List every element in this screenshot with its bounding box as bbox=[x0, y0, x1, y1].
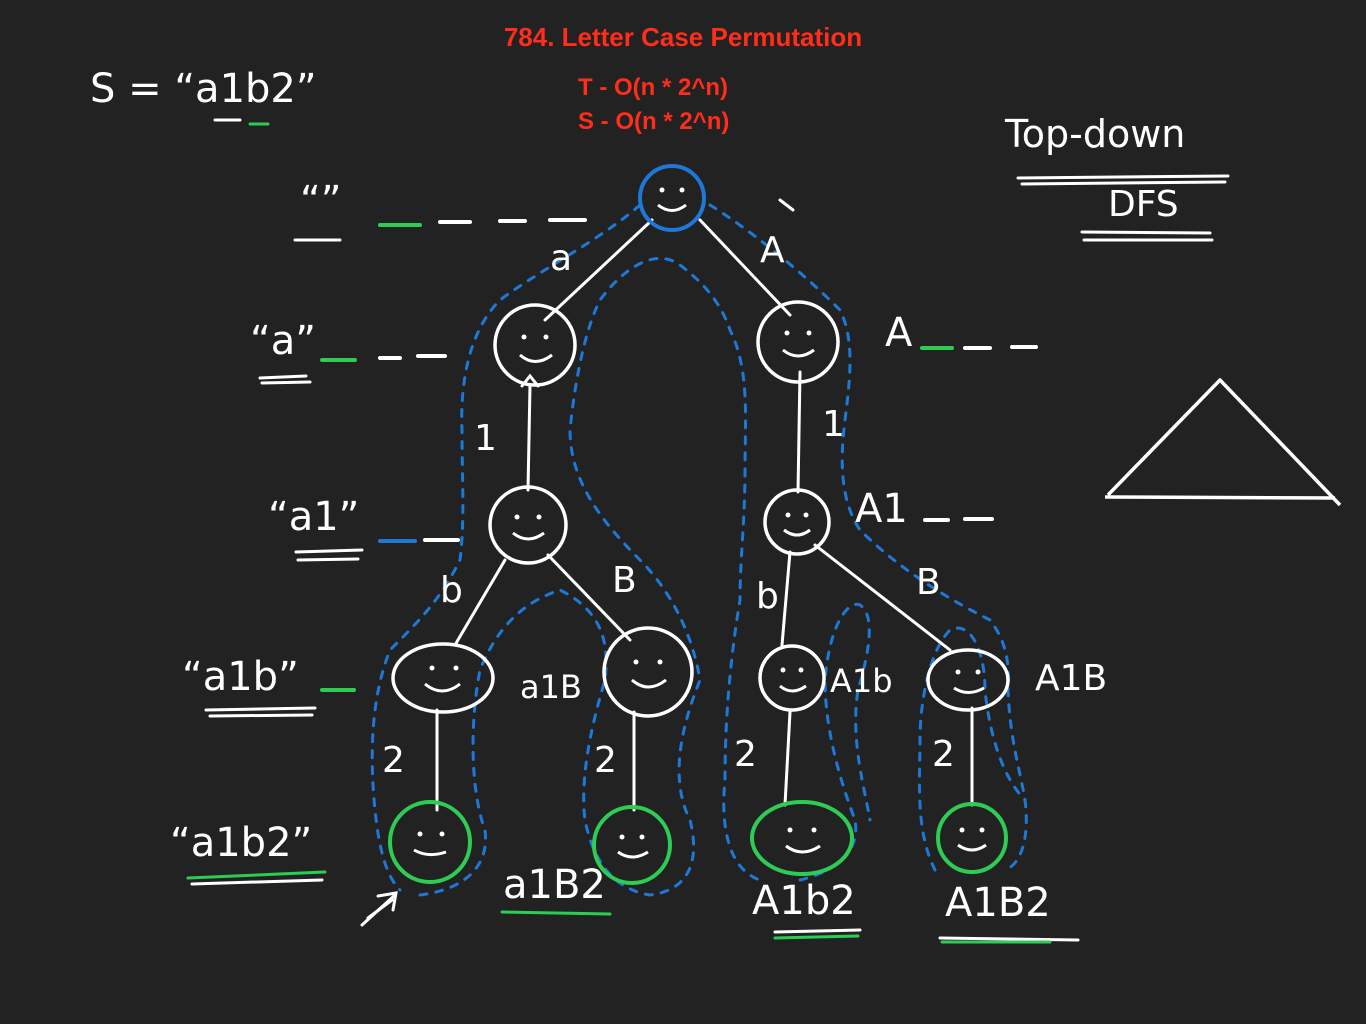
result-A1b2: A1b2 bbox=[752, 878, 856, 924]
edge-label-b-right: b bbox=[756, 576, 779, 617]
level-label-A: A bbox=[885, 310, 913, 356]
start-arrow-icon bbox=[360, 891, 398, 927]
edge-label-1-right: 1 bbox=[822, 404, 845, 445]
page-title: 784. Letter Case Permutation bbox=[503, 22, 863, 52]
approach-top-down: Top-down bbox=[1005, 112, 1186, 156]
edge-label-2-c: 2 bbox=[734, 734, 757, 775]
level-dashes-left bbox=[320, 218, 1038, 692]
time-complexity: T - O(n * 2^n) bbox=[578, 74, 728, 101]
tree-node-A1b bbox=[758, 644, 826, 712]
triangle-sketch bbox=[1104, 378, 1342, 507]
edge-label-1-left: 1 bbox=[474, 418, 497, 459]
result-a1B2: a1B2 bbox=[503, 862, 606, 908]
edge-label-b-left: b bbox=[440, 570, 463, 611]
input-string-label: S = “a1b2” bbox=[90, 66, 317, 112]
tree-node-a1 bbox=[488, 485, 568, 565]
level-label-A1B: A1B bbox=[1035, 658, 1108, 699]
space-complexity: S - O(n * 2^n) bbox=[578, 108, 730, 135]
tree-leaf-a1B2 bbox=[592, 805, 672, 885]
tree-node-A1B bbox=[926, 648, 1010, 712]
tree-node-A1 bbox=[763, 488, 831, 556]
tree-node-a1B bbox=[602, 626, 694, 718]
level-label-a: “a” bbox=[250, 318, 316, 364]
level-label-empty: “” bbox=[300, 178, 342, 224]
tree-leaf-A1B2 bbox=[936, 802, 1008, 874]
edge-label-2-d: 2 bbox=[932, 734, 955, 775]
tree-edges bbox=[435, 218, 974, 812]
tree-node-a1b bbox=[391, 642, 495, 714]
edge-label-B-right: B bbox=[916, 562, 941, 603]
tree-leaf-A1b2 bbox=[750, 800, 854, 876]
tree-node-root bbox=[638, 164, 706, 232]
level-label-a1: “a1” bbox=[268, 494, 360, 540]
underlines bbox=[186, 118, 1230, 944]
node-label-a1B: a1B bbox=[520, 668, 582, 706]
level-label-a1b: “a1b” bbox=[182, 654, 299, 700]
result-A1B2: A1B2 bbox=[945, 880, 1051, 926]
edge-label-2-a: 2 bbox=[382, 740, 405, 781]
edge-label-a: a bbox=[550, 238, 573, 279]
node-label-A1b: A1b bbox=[830, 662, 893, 700]
approach-dfs: DFS bbox=[1108, 184, 1179, 225]
edge-label-A: A bbox=[760, 230, 785, 271]
tree-node-A bbox=[756, 300, 840, 384]
level-label-a1b2: “a1b2” bbox=[170, 820, 313, 866]
edge-label-2-b: 2 bbox=[594, 740, 617, 781]
tree-leaf-a1b2 bbox=[388, 800, 472, 884]
dfs-path bbox=[370, 203, 1028, 897]
tree-node-a bbox=[493, 303, 577, 387]
edge-label-B-left: B bbox=[612, 560, 637, 601]
level-label-A1: A1 bbox=[855, 486, 908, 532]
